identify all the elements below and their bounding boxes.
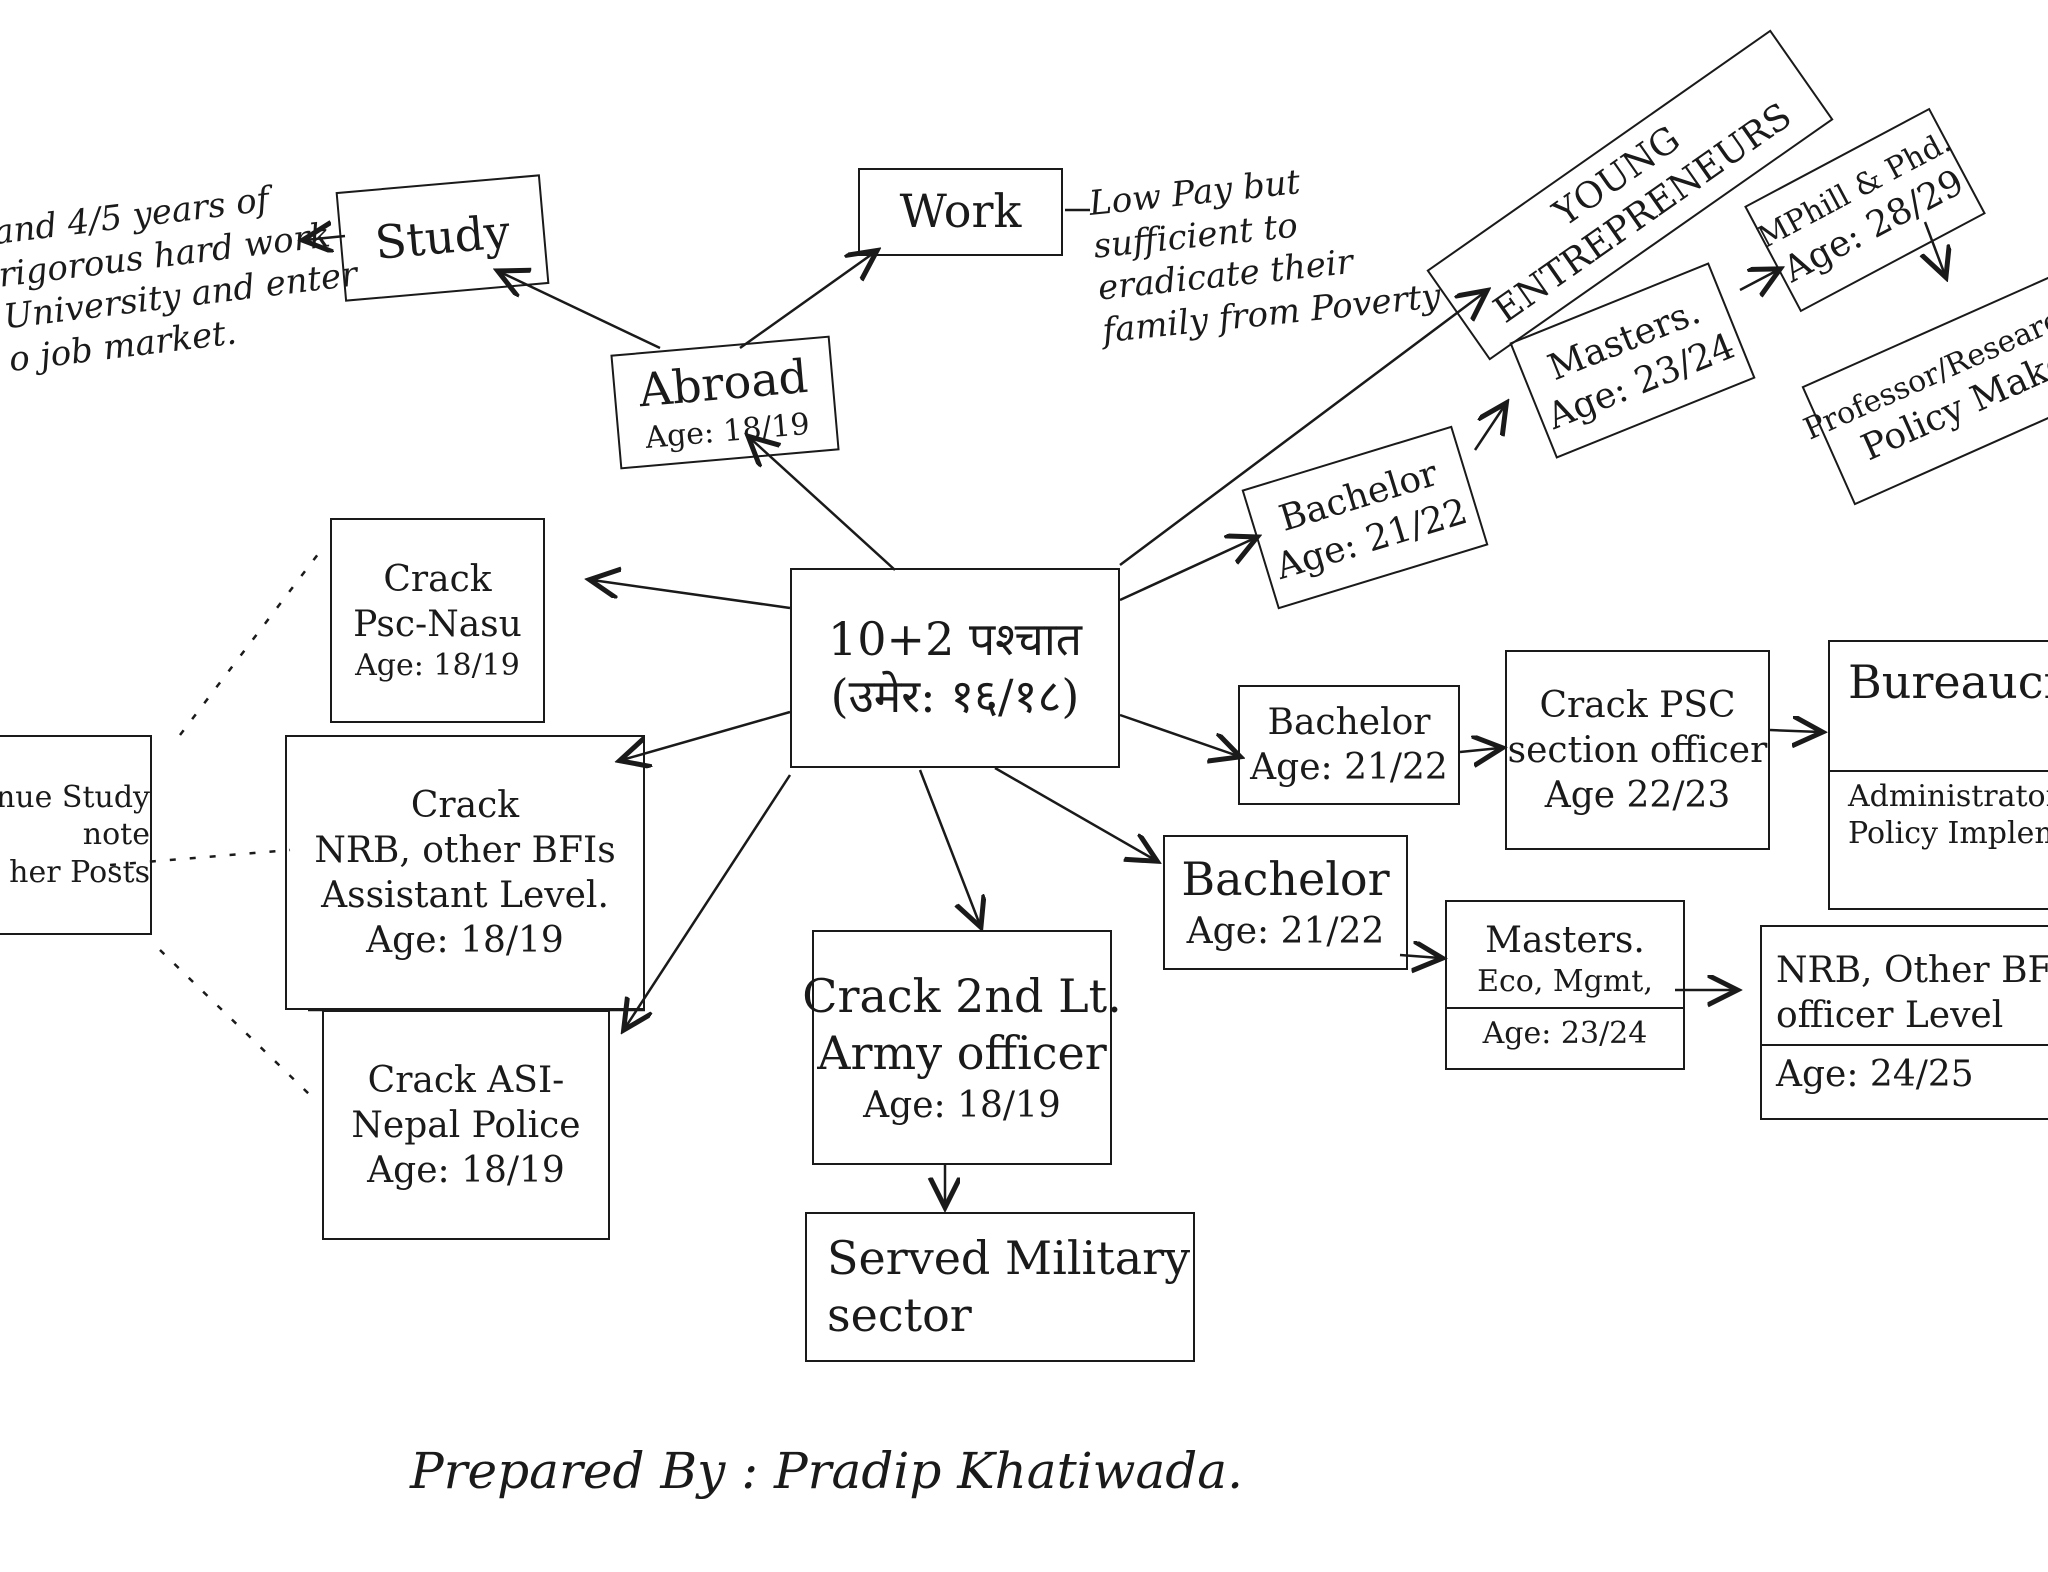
study-box: Study	[335, 174, 550, 302]
arrow-abroad-work	[739, 252, 875, 350]
nrb-officer-l1: NRB, Other BFIs	[1776, 950, 2048, 991]
prepared-by-text: Prepared By : Pradip Khatiwada.	[410, 1442, 1243, 1500]
psc-nasu-l2: Psc-Nasu	[353, 603, 522, 645]
arrow-center-army	[918, 769, 980, 925]
arrow-abroad-study	[500, 272, 661, 350]
nrb-assistant-l1: Crack	[410, 784, 520, 826]
bachelor-box-banking: Bachelor Age: 21/22	[1163, 835, 1408, 970]
study-label: Study	[372, 204, 513, 271]
psc-nasu-l3: Age: 18/19	[355, 647, 520, 683]
bureaucrats-divider	[1830, 769, 2048, 772]
bureaucrats-box: Bureaucrats Administrator Policy Impleme…	[1828, 640, 2048, 910]
asi-police-box: Crack ASI- Nepal Police Age: 18/19	[322, 1010, 610, 1240]
center-line1: 10+2 पश्चात	[828, 611, 1082, 666]
arrow-center-asi	[625, 774, 792, 1028]
military-l2: sector	[827, 1288, 972, 1342]
nrb-assistant-box: Crack NRB, other BFIs Assistant Level. A…	[285, 735, 645, 1010]
nrb-assistant-l4: Age: 18/19	[366, 919, 564, 961]
bachelor2-title: Bachelor	[1267, 702, 1431, 743]
psc-nasu-box: Crack Psc-Nasu Age: 18/19	[330, 518, 545, 723]
army-officer-box: Crack 2nd Lt. Army officer Age: 18/19	[802, 930, 1122, 1165]
psc-nasu-l1: Crack	[383, 558, 492, 600]
bachelor3-age: Age: 21/22	[1186, 910, 1385, 952]
bureaucrats-l3: Policy Implementer	[1848, 816, 2048, 851]
arrow-bachelor2-psc-so	[1459, 748, 1500, 752]
masters2-divider	[1447, 1006, 1683, 1009]
nrb-assistant-l2: NRB, other BFIs	[314, 829, 616, 871]
work-note: Low Pay but sufficient to eradicate thei…	[1087, 148, 1443, 353]
arrow-center-abroad	[750, 438, 896, 571]
served-military-box: Served Military sector	[805, 1212, 1195, 1362]
continue-l2: note	[82, 817, 150, 853]
prepared-by-footer: Prepared By : Pradip Khatiwada.	[410, 1440, 1243, 1503]
masters2-l1: Masters.	[1485, 920, 1645, 961]
arrow-masters1-mphil	[1739, 270, 1778, 290]
army-l2: Army officer	[817, 1026, 1107, 1080]
arrow-center-bachelor1	[1119, 538, 1255, 602]
center-line2: (उमेर: १६/१८)	[830, 669, 1080, 723]
arrow-study-note	[305, 236, 346, 240]
arrow-psc-so-bureaucrats	[1769, 730, 1820, 732]
abroad-box: Abroad Age: 18/19	[610, 335, 840, 470]
work-label: Work	[899, 184, 1022, 239]
psc-so-l2: section officer	[1507, 729, 1768, 771]
masters2-l2: Eco, Mgmt,	[1477, 964, 1653, 999]
continue-study-box: nue Study note her Posts	[0, 735, 152, 935]
arrow-bachelor1-masters1	[1473, 405, 1505, 451]
dash-continue-psc	[179, 544, 326, 736]
bachelor-box-psc: Bachelor Age: 21/22	[1238, 685, 1460, 805]
arrow-center-psc-nasu	[592, 580, 791, 610]
dash-continue-asi	[159, 949, 311, 1096]
continue-l1: nue Study	[0, 779, 150, 815]
nrb-assistant-l3: Assistant Level.	[321, 874, 609, 916]
asi-l1: Crack ASI-	[367, 1059, 565, 1101]
nrb-officer-divider	[1762, 1044, 2048, 1046]
psc-so-l3: Age 22/23	[1544, 774, 1731, 816]
nrb-officer-box: NRB, Other BFIs officer Level Age: 24/25	[1760, 925, 2048, 1120]
masters2-l3: Age: 23/24	[1482, 1015, 1648, 1051]
center-node-10plus2: 10+2 पश्चात (उमेर: १६/१८)	[790, 568, 1120, 768]
army-l1: Crack 2nd Lt.	[802, 968, 1122, 1023]
bureaucrats-l2: Administrator	[1848, 778, 2048, 814]
masters-box-banking: Masters. Eco, Mgmt, Age: 23/24	[1445, 900, 1685, 1070]
arrow-center-nrb-assistant	[622, 710, 791, 760]
nrb-officer-l3: Age: 24/25	[1776, 1054, 1974, 1095]
bureaucrats-l1: Bureaucrats	[1848, 655, 2048, 709]
arrow-center-entrepreneurs	[1119, 292, 1485, 567]
army-l3: Age: 18/19	[863, 1084, 1061, 1126]
nrb-officer-l2: officer Level	[1776, 995, 2004, 1036]
arrow-center-bachelor3	[994, 766, 1155, 860]
military-l1: Served Military	[827, 1230, 1191, 1285]
asi-l2: Nepal Police	[351, 1104, 581, 1146]
work-box: Work	[858, 168, 1063, 256]
continue-l3: her Posts	[9, 854, 150, 890]
psc-so-l1: Crack PSC	[1539, 684, 1736, 726]
asi-l3: Age: 18/19	[367, 1149, 565, 1191]
psc-section-officer-box: Crack PSC section officer Age 22/23	[1505, 650, 1770, 850]
bachelor2-age: Age: 21/22	[1250, 747, 1448, 788]
arrow-center-bachelor2	[1119, 713, 1238, 756]
arrow-mphil-professor	[1925, 221, 1945, 275]
bachelor3-title: Bachelor	[1181, 852, 1390, 907]
